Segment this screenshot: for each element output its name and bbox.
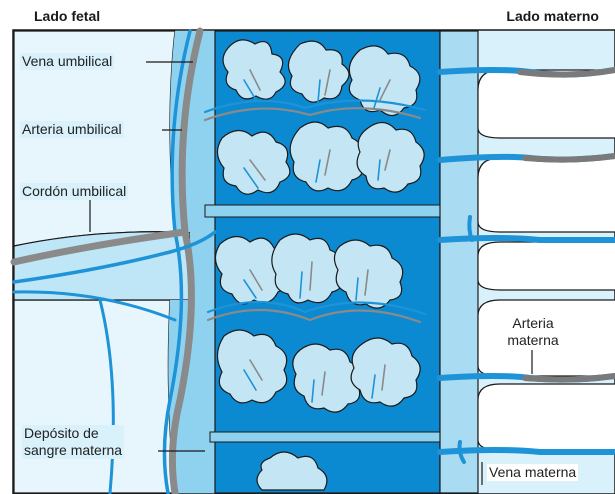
fetal-tissue-lower: [14, 300, 175, 493]
maternal-vein-2: [440, 450, 615, 452]
maternal-block-5: [478, 384, 615, 450]
maternal-blood-pool-label-line1: Depósito de: [24, 425, 122, 442]
maternal-block-1: [478, 70, 615, 138]
maternal-block-3: [478, 242, 615, 290]
maternal-block-2: [478, 158, 615, 232]
maternal-artery-label: Arteria materna: [498, 315, 568, 349]
maternal-tissue-blocks: [478, 70, 615, 450]
maternal-artery-3-gray: [525, 376, 615, 380]
maternal-artery-2-gray: [525, 156, 615, 160]
umbilical-cord-label: Cordón umbilical: [20, 183, 128, 200]
maternal-artery-label-line1: Arteria: [498, 315, 568, 332]
maternal-blood-pool-label: Depósito de sangre materna: [22, 425, 124, 459]
septum-lower: [210, 432, 470, 442]
basal-plate: [440, 31, 478, 493]
umbilical-artery-label: Arteria umbilical: [20, 121, 124, 138]
maternal-vein-1: [440, 238, 615, 240]
maternal-vein-label: Vena materna: [487, 464, 578, 481]
septum-upper: [205, 205, 465, 217]
maternal-blood-pool-label-line2: sangre materna: [24, 442, 122, 459]
maternal-artery-label-line2: materna: [498, 332, 568, 349]
umbilical-vein-label: Vena umbilical: [20, 53, 114, 70]
